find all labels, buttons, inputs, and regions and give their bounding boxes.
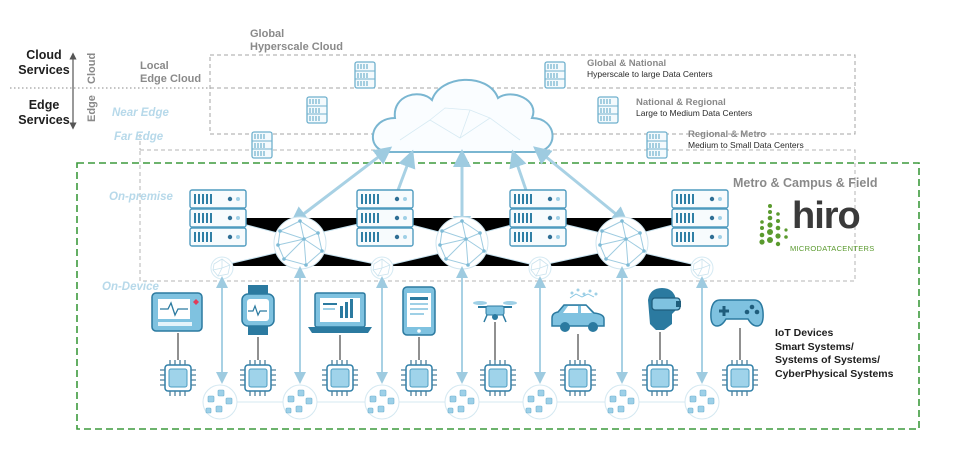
- server-rack-icon: [189, 189, 247, 247]
- regional-metro-sub: Medium to Small Data Centers: [688, 140, 804, 150]
- mesh-network-icon: [595, 216, 649, 270]
- server-rack-icon: [356, 189, 414, 247]
- on-device-label: On-Device: [102, 281, 159, 293]
- vr-headset-icon: [648, 288, 681, 330]
- datacenter-icon: [544, 61, 566, 89]
- device-cluster-icon: [202, 384, 238, 420]
- far-edge-label: Far Edge: [114, 131, 164, 143]
- global-national-title: Global & National: [587, 58, 667, 69]
- datacenter-icon: [597, 96, 619, 124]
- datacenter-icon: [306, 96, 328, 124]
- global-hyperscale-label: Global Hyperscale Cloud: [250, 28, 343, 53]
- device-cluster-icon: [522, 384, 558, 420]
- device-cluster-icon: [684, 384, 720, 420]
- datacenter-icon: [646, 131, 668, 159]
- cloud-icon: [372, 78, 554, 153]
- laptop-icon: [308, 292, 372, 333]
- device-cluster-icon: [444, 384, 480, 420]
- near-edge-label: Near Edge: [112, 107, 169, 119]
- mesh-network-icon: [435, 216, 489, 270]
- server-rack-icon: [509, 189, 567, 247]
- chip-icon: [239, 359, 277, 397]
- chip-icon: [721, 359, 759, 397]
- chip-icon: [641, 359, 679, 397]
- chip-icon: [400, 359, 438, 397]
- global-national-caption: Global & National Hyperscale to large Da…: [587, 58, 713, 80]
- cloud-vertical-label: Cloud: [86, 52, 98, 84]
- hiro-logo-tagline: MICRODATACENTERS: [790, 244, 875, 253]
- chip-icon: [159, 359, 197, 397]
- datacenter-icon: [251, 131, 273, 159]
- chip-icon: [321, 359, 359, 397]
- iot-devices-label: IoT Devices Smart Systems/ Systems of Sy…: [775, 327, 894, 380]
- edge-services-label: Edge Services: [18, 98, 70, 127]
- gamepad-icon: [710, 299, 764, 327]
- local-edge-cloud-label: Local Edge Cloud: [140, 60, 202, 85]
- drone-icon: [473, 301, 517, 323]
- datacenter-icon: [354, 61, 376, 89]
- edge-vertical-label: Edge: [86, 95, 98, 122]
- tablet-icon: [402, 286, 436, 336]
- mesh-network-icon: [273, 216, 327, 270]
- chip-icon: [559, 359, 597, 397]
- device-cluster-icon: [364, 384, 400, 420]
- on-premise-label: On-premise: [109, 191, 173, 203]
- smartwatch-icon: [241, 285, 275, 335]
- medical-monitor-icon: [151, 292, 203, 332]
- national-regional-sub: Large to Medium Data Centers: [636, 108, 753, 118]
- device-cluster-icon: [282, 384, 318, 420]
- regional-metro-caption: Regional & Metro Medium to Small Data Ce…: [688, 129, 804, 151]
- national-regional-title: National & Regional: [636, 97, 726, 108]
- metro-campus-field-box: [76, 162, 920, 430]
- national-regional-caption: National & Regional Large to Medium Data…: [636, 97, 752, 119]
- global-national-sub: Hyperscale to large Data Centers: [587, 69, 713, 79]
- hiro-logo-text: hiro: [792, 195, 861, 237]
- regional-metro-title: Regional & Metro: [688, 129, 767, 140]
- cloud-services-label: Cloud Services: [18, 48, 70, 77]
- hiro-logo-mark: [759, 204, 788, 247]
- car-icon: [551, 288, 605, 332]
- server-rack-icon: [671, 189, 729, 247]
- chip-icon: [479, 359, 517, 397]
- metro-campus-field-label: Metro & Campus & Field: [733, 176, 878, 190]
- device-cluster-icon: [604, 384, 640, 420]
